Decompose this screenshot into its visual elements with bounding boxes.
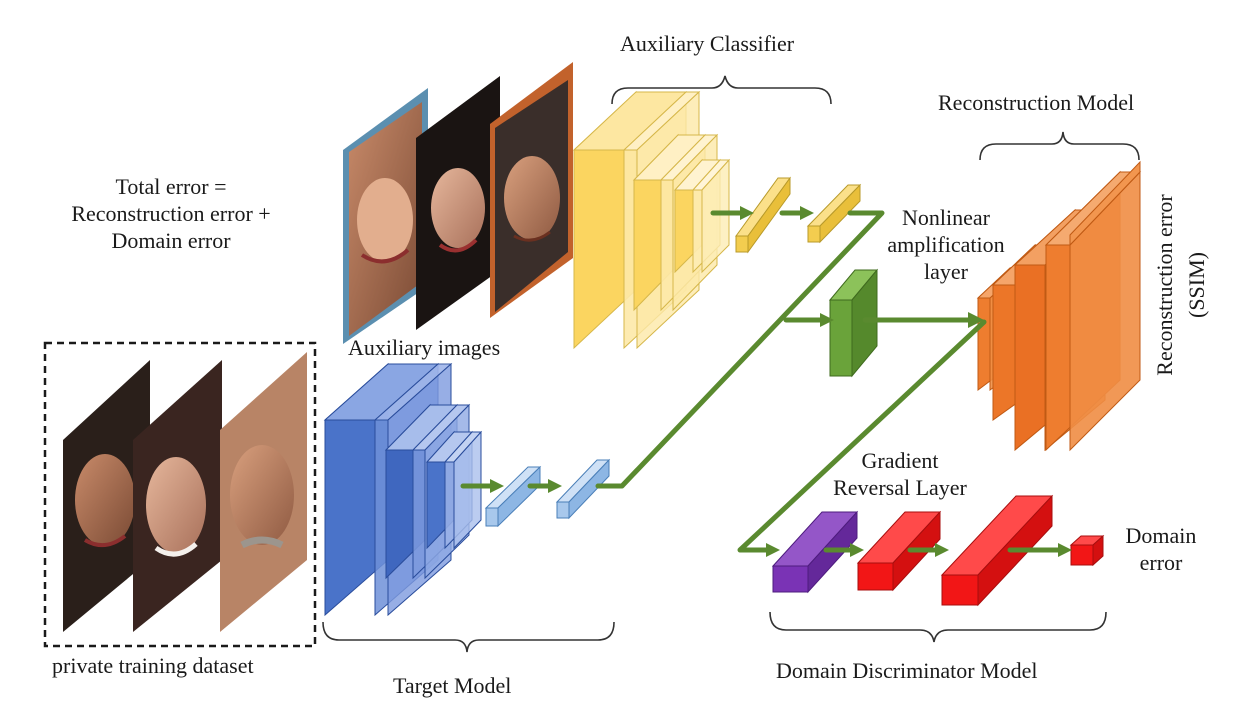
- auxiliary-images: [343, 62, 573, 344]
- target-model-conv-blocks: [323, 362, 483, 617]
- face-photo-icon: [133, 360, 222, 632]
- face-photo-icon: [343, 88, 428, 344]
- reconstruction-error-label: Reconstruction error (SSIM): [1152, 194, 1209, 376]
- data-flow-arrows: [460, 206, 1072, 557]
- private-dataset-images: [63, 352, 307, 632]
- target-model-fc-layers: [484, 458, 611, 528]
- reconstruction-model-blocks: [976, 160, 1142, 452]
- total-error-label: Total error = Reconstruction error + Dom…: [71, 174, 271, 253]
- face-photo-icon: [416, 76, 500, 330]
- auxiliary-classifier-fc-layers: [735, 176, 862, 254]
- face-photo-icon: [220, 352, 307, 632]
- gradient-reversal-layer-label: Gradient Reversal Layer: [833, 448, 967, 500]
- svg-text:Reconstruction error: Reconstruction error: [1152, 194, 1177, 376]
- face-photo-icon: [63, 360, 150, 632]
- face-photo-icon: [490, 62, 573, 318]
- auxiliary-images-label: Auxiliary images: [348, 335, 501, 360]
- domain-error-label: Domain error: [1125, 523, 1197, 575]
- svg-text:(SSIM): (SSIM): [1184, 252, 1209, 318]
- auxiliary-classifier-label: Auxiliary Classifier: [620, 31, 795, 56]
- nonlinear-amplification-label: Nonlinear amplification layer: [887, 205, 1005, 284]
- reconstruction-model-label: Reconstruction Model: [938, 90, 1135, 115]
- domain-discriminator-bracket: [769, 611, 1107, 643]
- nonlinear-amplification-layer: [828, 268, 879, 378]
- private-dataset-label: private training dataset: [52, 653, 254, 678]
- reconstruction-model-bracket: [979, 131, 1140, 161]
- auxiliary-classifier-bracket: [611, 75, 832, 105]
- domain-discriminator-label: Domain Discriminator Model: [776, 658, 1038, 683]
- private-dataset-frame: [43, 341, 317, 648]
- auxiliary-classifier-conv-blocks: [572, 90, 731, 350]
- target-model-label: Target Model: [393, 673, 512, 698]
- target-model-bracket: [322, 621, 615, 653]
